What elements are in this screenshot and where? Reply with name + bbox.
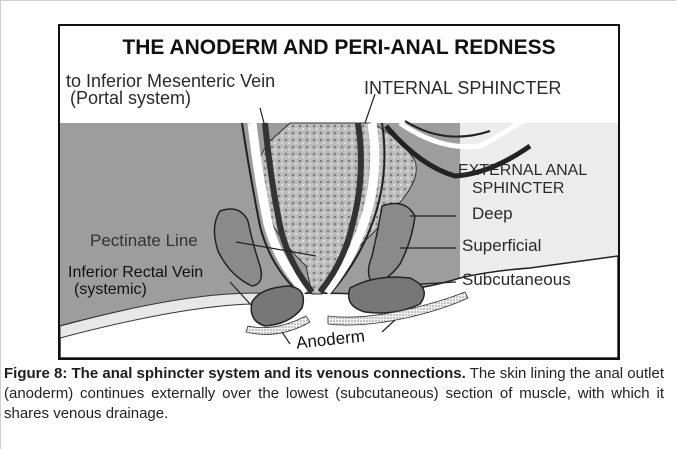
label-external-line2: SPHINCTER (472, 180, 564, 197)
subcutaneous-right (349, 277, 425, 313)
label-deep: Deep (472, 204, 513, 224)
label-rectal-line1: Inferior Rectal Vein (68, 264, 203, 281)
label-subcutaneous: Subcutaneous (462, 270, 571, 290)
label-internal-sphincter: INTERNAL SPHINCTER (364, 80, 561, 97)
leader-internal (365, 94, 375, 123)
caption-bold: Figure 8: The anal sphincter system and … (4, 365, 466, 382)
label-pectinate-line: Pectinate Line (90, 231, 198, 251)
label-superficial: Superficial (462, 236, 541, 256)
figure-caption: Figure 8: The anal sphincter system and … (4, 364, 664, 424)
anatomy-figure: THE ANODERM AND PERI-ANAL REDNESS to Inf… (58, 24, 620, 360)
leader-mesenteric (260, 108, 264, 123)
label-external-line1: EXTERNAL ANAL (458, 162, 587, 179)
figure-title: THE ANODERM AND PERI-ANAL REDNESS (60, 36, 618, 60)
label-mesenteric-line2: (Portal system) (70, 90, 191, 107)
label-rectal-line2: (systemic) (74, 281, 147, 298)
